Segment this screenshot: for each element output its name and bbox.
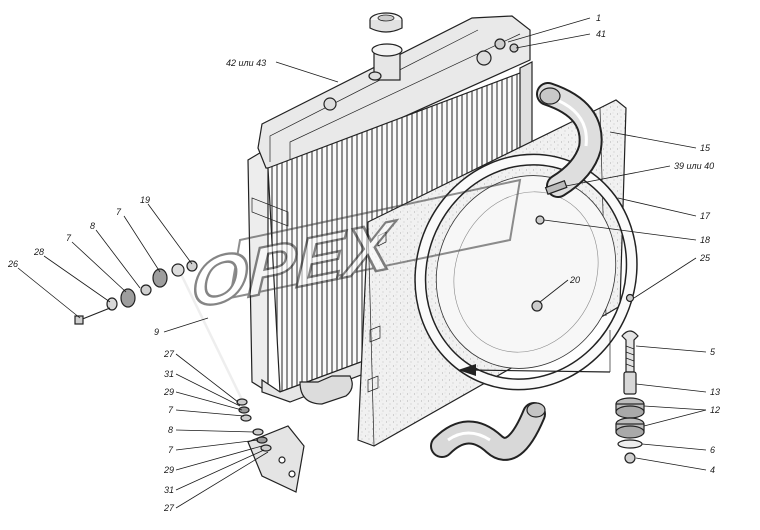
callout-20: 20 bbox=[569, 275, 580, 285]
callout-26: 26 bbox=[7, 259, 18, 269]
callout-13: 13 bbox=[710, 387, 720, 397]
callout-9: 9 bbox=[154, 327, 159, 337]
callout-4: 4 bbox=[710, 465, 715, 475]
callout-8-lower: 8 bbox=[168, 425, 173, 435]
lower-hose bbox=[430, 402, 546, 461]
callout-1: 1 bbox=[596, 13, 601, 23]
callout-6: 6 bbox=[710, 445, 715, 455]
callout-7-lower-b: 7 bbox=[168, 445, 174, 455]
callout-27-lower: 27 bbox=[163, 503, 175, 513]
assembly-arrow bbox=[458, 364, 611, 376]
callout-31-upper: 31 bbox=[164, 369, 174, 379]
filler-neck bbox=[323, 43, 403, 111]
clip-18 bbox=[535, 215, 545, 225]
callout-29-upper: 29 bbox=[163, 387, 174, 397]
radiator-cap bbox=[369, 12, 403, 33]
bolt-25 bbox=[625, 293, 635, 303]
bolt-20 bbox=[531, 300, 543, 312]
outlet-elbow bbox=[299, 375, 353, 405]
leader-lines bbox=[17, 17, 707, 509]
drain-fitting bbox=[476, 38, 519, 66]
callout-19: 19 bbox=[140, 195, 150, 205]
callout-42-43: 42 или 43 bbox=[226, 58, 266, 68]
hose-clamp-upper bbox=[544, 179, 568, 195]
callout-17: 17 bbox=[700, 211, 711, 221]
callout-41: 41 bbox=[596, 29, 606, 39]
callout-18: 18 bbox=[700, 235, 710, 245]
mount-stack bbox=[615, 330, 645, 464]
callout-7-top: 7 bbox=[116, 207, 122, 217]
callout-12: 12 bbox=[710, 405, 720, 415]
callout-15: 15 bbox=[700, 143, 711, 153]
callout-39-40: 39 или 40 bbox=[674, 161, 714, 171]
callout-8-top: 8 bbox=[90, 221, 95, 231]
strut-assembly bbox=[74, 260, 305, 493]
callout-7-mid: 7 bbox=[66, 233, 72, 243]
callout-29-lower: 29 bbox=[163, 465, 174, 475]
callout-31-lower: 31 bbox=[164, 485, 174, 495]
upper-hose bbox=[536, 82, 603, 198]
callout-27-upper: 27 bbox=[163, 349, 175, 359]
callout-5: 5 bbox=[710, 347, 716, 357]
callout-labels: 1 41 42 или 43 15 39 или 40 17 18 25 20 … bbox=[7, 13, 720, 513]
callout-28: 28 bbox=[33, 247, 44, 257]
callout-25: 25 bbox=[699, 253, 711, 263]
callout-7-lower-a: 7 bbox=[168, 405, 174, 415]
